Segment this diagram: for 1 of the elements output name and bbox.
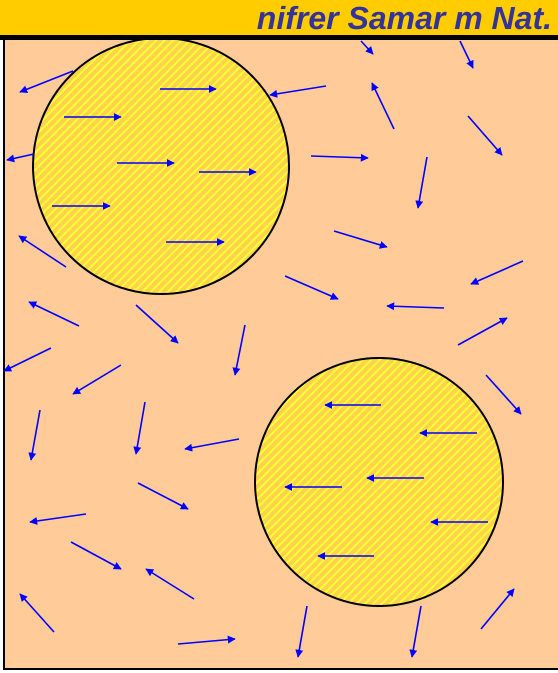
title: nifrer Samar m Nat. <box>256 2 552 34</box>
